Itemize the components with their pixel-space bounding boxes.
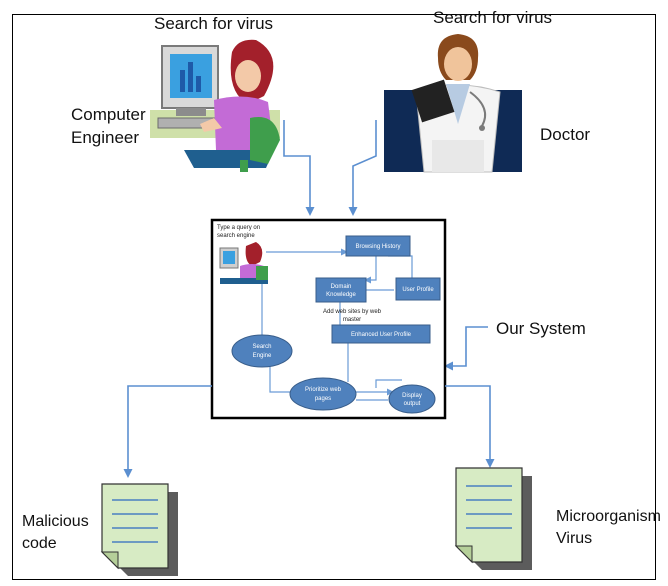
system-connectors <box>261 248 413 401</box>
our-system-label: Our System <box>496 319 586 338</box>
malicious-code-document-icon <box>100 483 178 576</box>
figure-border <box>12 14 656 580</box>
prioritize-label-1: Prioritize web <box>305 387 342 393</box>
node-prioritize-web-pages <box>289 377 357 411</box>
arrow-engineer-to-system <box>283 120 315 216</box>
display-output-label-1: Display <box>402 393 422 399</box>
search-engine-label-2: Engine <box>253 353 272 359</box>
enhanced-user-profile-label: Enhanced User Profile <box>351 332 412 338</box>
microorganism-virus-document-icon <box>454 467 532 570</box>
arrow-to-malicious-code <box>123 385 212 478</box>
computer-engineer-label: Computer Engineer <box>71 105 146 147</box>
node-browsing-history <box>345 235 411 257</box>
doctor-label: Doctor <box>540 125 591 144</box>
node-display-output <box>388 384 436 414</box>
arrow-doctor-to-system <box>348 120 377 216</box>
add-web-sites-text-1: Add web sites by web <box>323 309 382 315</box>
user-profile-label: User Profile <box>402 287 434 293</box>
microorganism-virus-label: Microorganism Virus <box>556 508 661 547</box>
arrow-our-system <box>444 326 488 371</box>
arrow-to-microorganism-virus <box>445 385 495 468</box>
node-user-profile <box>395 277 441 301</box>
add-web-sites-text-2: master <box>343 317 361 323</box>
prioritize-label-2: pages <box>315 396 331 402</box>
query-text-2: search engine <box>217 233 255 239</box>
browsing-history-label: Browsing History <box>355 244 400 250</box>
malicious-code-label: Malicious code <box>22 513 89 552</box>
doctor-icon <box>384 34 522 173</box>
query-text-1: Type a query on <box>217 225 260 231</box>
display-output-label-2: output <box>404 401 421 407</box>
search-engine-label-1: Search <box>252 344 271 350</box>
domain-knowledge-label-2: Knowledge <box>326 292 356 298</box>
search-for-virus-right-label: Search for virus <box>433 8 553 27</box>
node-search-engine <box>231 334 293 368</box>
mini-engineer-icon <box>219 242 268 284</box>
node-enhanced-user-profile <box>331 324 431 344</box>
computer-engineer-icon <box>150 39 280 172</box>
node-domain-knowledge <box>315 277 367 303</box>
domain-knowledge-label-1: Domain <box>331 284 352 290</box>
search-for-virus-left-label: Search for virus <box>154 14 274 33</box>
